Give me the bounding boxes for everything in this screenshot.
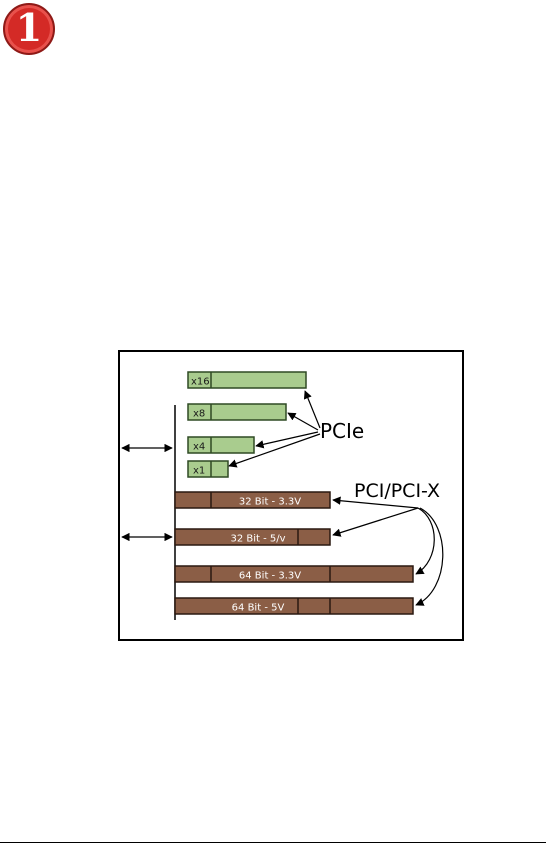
pcie-slot-label: x16 xyxy=(191,377,210,388)
pcie-callout-label: PCIe xyxy=(320,419,364,443)
pcie-slot-label: x1 xyxy=(193,466,205,477)
step-number-badge: 1 xyxy=(3,3,55,55)
pcie-callout-arrows xyxy=(228,390,321,468)
pcie-slot-x16: x16 xyxy=(187,371,307,389)
pcie-slot-label: x4 xyxy=(193,442,205,453)
pci-slot-label: 32 Bit - 5/v xyxy=(230,534,285,545)
pci-slot-label: 64 Bit - 5V xyxy=(232,603,285,614)
pci-slot-64bit-3v3: 64 Bit - 3.3V xyxy=(174,565,414,583)
pci-slot-32bit-3v3: 32 Bit - 3.3V xyxy=(174,491,331,509)
pci-slot-32bit-5v: 32 Bit - 5/v xyxy=(174,528,331,546)
pci-slot-label: 32 Bit - 3.3V xyxy=(239,497,301,508)
pci-slot-label: 64 Bit - 3.3V xyxy=(239,571,301,582)
pcie-slot-x8: x8 xyxy=(187,403,287,421)
pci-slot-64bit-5v: 64 Bit - 5V xyxy=(174,597,414,615)
step-number: 1 xyxy=(15,5,43,50)
footer-rule xyxy=(0,842,546,843)
pcie-slot-x1: x1 xyxy=(187,460,229,478)
pci-callout-label: PCI/PCI-X xyxy=(354,480,440,502)
pci-callout-arrows xyxy=(332,496,444,606)
pcie-slot-x4: x4 xyxy=(187,436,255,454)
pcie-slot-label: x8 xyxy=(193,409,205,420)
